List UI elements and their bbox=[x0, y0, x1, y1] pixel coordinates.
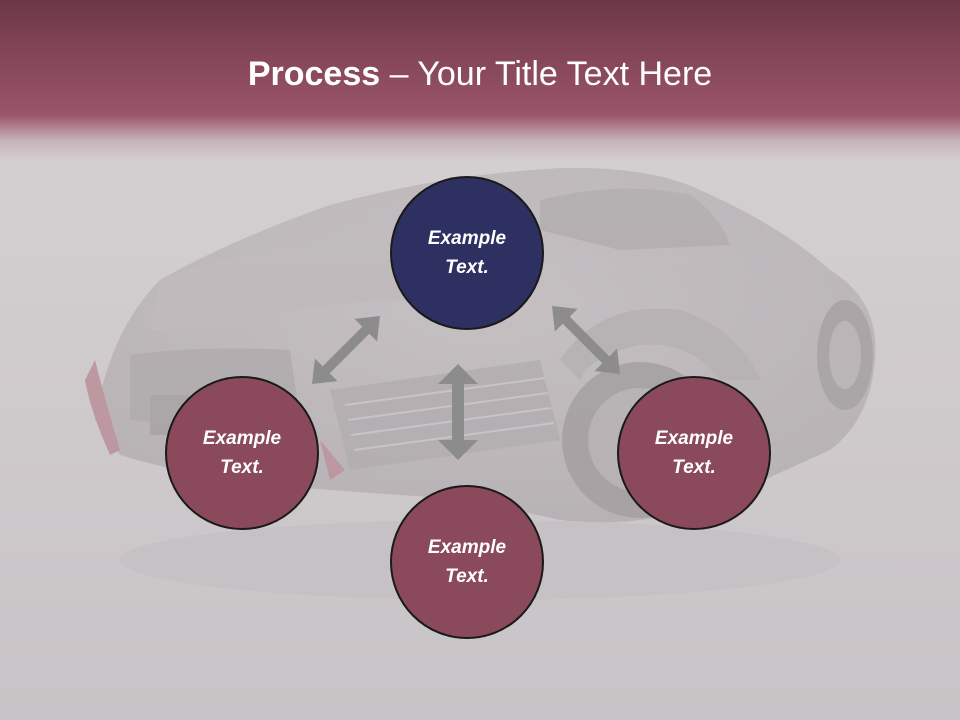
node-bottom-label: Example Text. bbox=[427, 537, 507, 587]
node-top-circle: Example Text. bbox=[390, 176, 544, 330]
arrow-top-bottom bbox=[438, 364, 478, 460]
header-band bbox=[0, 0, 960, 160]
slide-title-rest: – Your Title Text Here bbox=[380, 55, 713, 93]
slide-title: Process – Your Title Text Here bbox=[0, 52, 960, 96]
arrow-top-right bbox=[552, 306, 620, 374]
node-bottom-circle: Example Text. bbox=[390, 485, 544, 639]
node-top-label: Example Text. bbox=[427, 228, 507, 278]
node-left-label: Example Text. bbox=[202, 428, 282, 478]
node-right-label: Example Text. bbox=[654, 428, 734, 478]
arrow-top-left bbox=[312, 316, 380, 384]
slide-title-bold: Process bbox=[247, 55, 381, 93]
node-left-circle: Example Text. bbox=[165, 376, 319, 530]
node-right-circle: Example Text. bbox=[617, 376, 771, 530]
